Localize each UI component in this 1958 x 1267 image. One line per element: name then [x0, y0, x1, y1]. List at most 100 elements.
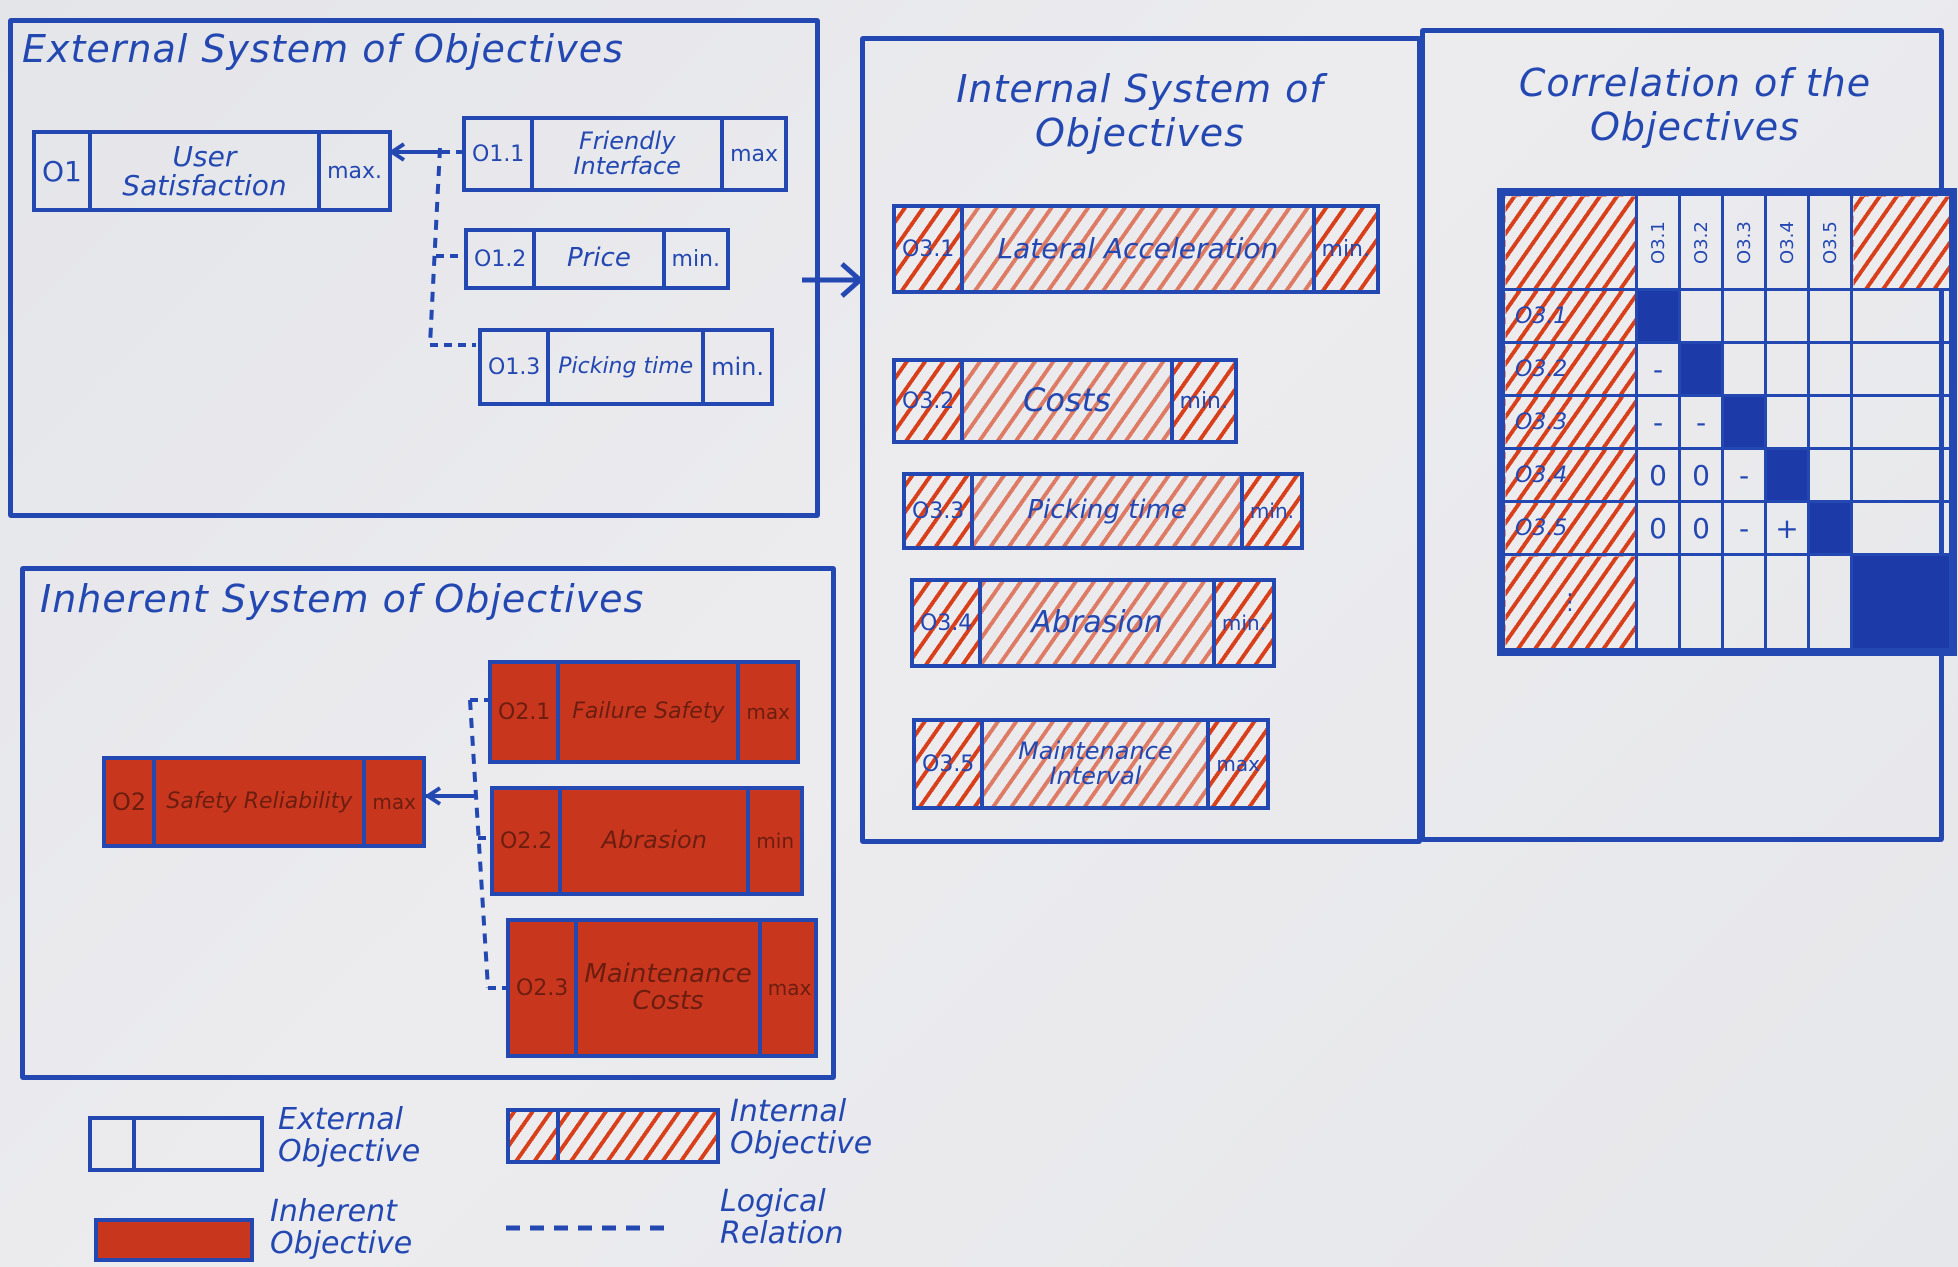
matrix-cell: - — [1721, 500, 1767, 556]
matrix-row: O3.5 0 0 - + — [1502, 500, 1952, 556]
objective-name: Picking time — [558, 354, 694, 380]
objective-name: Friendly Interface — [573, 126, 681, 180]
objective-direction: max. — [317, 134, 388, 208]
matrix-cell: + — [1764, 500, 1810, 556]
matrix-row-header: O3.3 — [1502, 394, 1638, 450]
internal-system-panel — [860, 36, 1422, 844]
objective-o3-4: O3.4 Abrasion min. — [910, 578, 1276, 668]
objective-o2-1: O2.1 Failure Safety max — [488, 660, 800, 764]
objective-id: O3.5 — [916, 722, 985, 806]
objective-id: O2.3 — [510, 922, 579, 1054]
matrix-cell — [1850, 341, 1952, 397]
matrix-cell: - — [1678, 394, 1724, 450]
objective-direction: min. — [1311, 208, 1376, 290]
matrix-cell — [1807, 394, 1853, 450]
matrix-cell — [1721, 288, 1767, 344]
objective-name: Abrasion — [601, 826, 707, 855]
matrix-cell — [1850, 553, 1952, 651]
logical-relation-line — [468, 699, 490, 989]
matrix-row: ⋮ — [1502, 553, 1952, 651]
matrix-row: O3.1 — [1502, 288, 1952, 344]
matrix-header-filler — [1850, 193, 1952, 291]
objective-id: O1 — [36, 134, 92, 208]
inherent-system-panel — [20, 566, 836, 1080]
matrix-cell — [1764, 553, 1810, 651]
matrix-cell — [1807, 500, 1853, 556]
objective-name: Maintenance Interval — [984, 722, 1207, 806]
matrix-row: O3.3 - - — [1502, 394, 1952, 450]
matrix-row: O3.4 0 0 - — [1502, 447, 1952, 503]
matrix-cell — [1635, 288, 1681, 344]
matrix-row-header: O3.5 — [1502, 500, 1638, 556]
matrix-row-header: O3.1 — [1502, 288, 1638, 344]
matrix-cell — [1807, 341, 1853, 397]
objective-id: O3.4 — [914, 582, 983, 664]
matrix-cell — [1764, 447, 1810, 503]
legend-external-box — [88, 1116, 264, 1172]
objective-direction: max — [720, 120, 784, 188]
objective-o3-2: O3.2 Costs min. — [892, 358, 1238, 444]
legend-divider — [132, 1120, 136, 1168]
legend-external-text: External Objective — [278, 1102, 421, 1169]
matrix-cell — [1678, 553, 1724, 651]
objective-direction: min — [746, 790, 800, 892]
objective-o3-3: O3.3 Picking time min. — [902, 472, 1304, 550]
matrix-cell — [1635, 553, 1681, 651]
objective-name: Price — [566, 243, 631, 274]
matrix-cell — [1678, 341, 1724, 397]
legend-internal-text: Internal Objective — [730, 1094, 873, 1161]
objective-o1-3: O1.3 Picking time min. — [478, 328, 774, 406]
legend-internal-box — [506, 1108, 720, 1164]
objective-id: O2.2 — [494, 790, 563, 892]
matrix-cell — [1764, 394, 1810, 450]
objective-id: O3.2 — [896, 362, 965, 440]
inherent-system-title: Inherent System of Objectives — [40, 577, 645, 621]
correlation-matrix: O3.1 O3.2 O3.3 O3.4 O3.5 O3.1 O3.2 - O — [1497, 188, 1957, 656]
matrix-row-header: O3.4 — [1502, 447, 1638, 503]
matrix-cell: 0 — [1678, 500, 1724, 556]
objective-o2-3: O2.3 Maintenance Costs max — [506, 918, 818, 1058]
matrix-row-header: ⋮ — [1502, 553, 1638, 651]
arrow-head — [388, 142, 406, 162]
objective-id: O1.3 — [482, 332, 551, 402]
external-system-panel — [8, 18, 820, 518]
matrix-cell — [1807, 447, 1853, 503]
objective-id: O3.1 — [896, 208, 965, 290]
external-system-title: External System of Objectives — [22, 27, 624, 71]
objective-o2-2: O2.2 Abrasion min — [490, 786, 804, 896]
matrix-cell — [1807, 553, 1853, 651]
legend-divider — [556, 1112, 560, 1160]
matrix-row: O3.2 - — [1502, 341, 1952, 397]
objective-direction: max — [1206, 722, 1266, 806]
matrix-cell — [1678, 288, 1724, 344]
matrix-cell — [1807, 288, 1853, 344]
matrix-cell — [1850, 288, 1952, 344]
matrix-row-header: O3.2 — [1502, 341, 1638, 397]
legend-inherent-box — [94, 1218, 254, 1262]
objective-direction: min. — [661, 232, 726, 286]
matrix-cell — [1764, 288, 1810, 344]
objective-o2: O2 Safety Reliability max — [102, 756, 426, 848]
matrix-cell — [1764, 341, 1810, 397]
legend-logical-text: Logical Relation — [720, 1184, 844, 1251]
objective-o1-2: O1.2 Price min. — [464, 228, 730, 290]
matrix-cell — [1721, 341, 1767, 397]
matrix-cell: 0 — [1635, 500, 1681, 556]
objective-name: Picking time — [974, 476, 1240, 546]
matrix-corner — [1502, 193, 1638, 291]
objective-name: Costs — [964, 362, 1170, 440]
matrix-cell — [1850, 500, 1952, 556]
objective-direction: min. — [1211, 582, 1272, 664]
matrix-header-row: O3.1 O3.2 O3.3 O3.4 O3.5 — [1502, 193, 1952, 291]
objective-id: O3.3 — [906, 476, 975, 546]
objective-id: O2.1 — [492, 664, 561, 760]
objective-o3-1: O3.1 Lateral Acceleration min. — [892, 204, 1380, 294]
objective-o3-5: O3.5 Maintenance Interval max — [912, 718, 1270, 810]
matrix-cell: - — [1635, 341, 1681, 397]
objective-id: O1.2 — [468, 232, 537, 286]
matrix-cell — [1850, 394, 1952, 450]
matrix-cell: 0 — [1678, 447, 1724, 503]
matrix-cell — [1721, 553, 1767, 651]
correlation-table: O3.1 O3.2 O3.3 O3.4 O3.5 O3.1 O3.2 - O — [1502, 193, 1952, 651]
